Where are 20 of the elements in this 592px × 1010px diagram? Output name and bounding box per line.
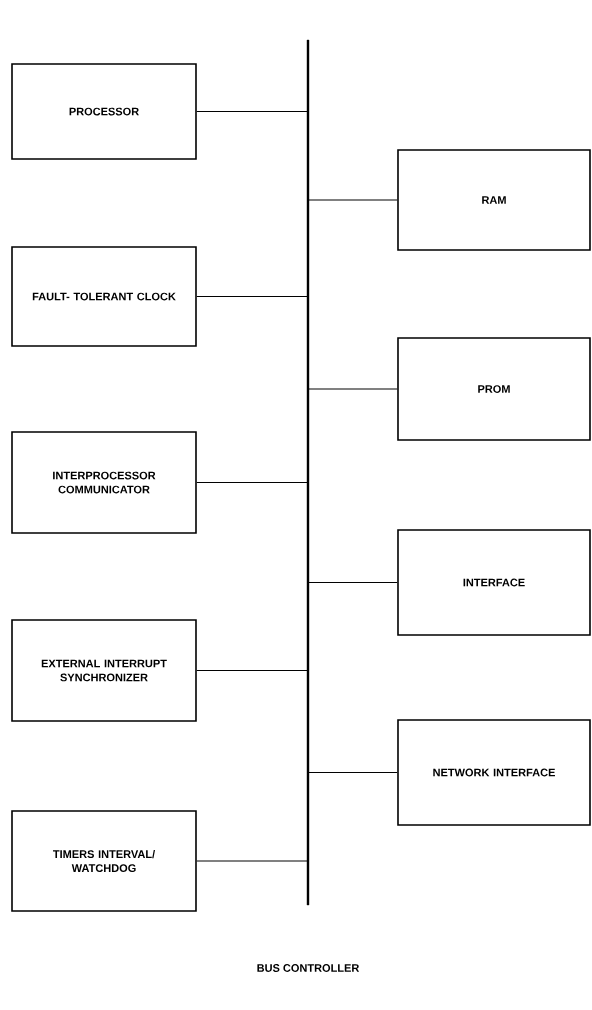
block-box: PROM [397,337,591,441]
connector-line [307,388,398,390]
block-box: RAM [397,149,591,251]
block-box: INTERFACE [397,529,591,636]
block-box: INTERPROCESSOR COMMUNICATOR [11,431,197,534]
connector-line [196,482,309,483]
block-box: PROCESSOR [11,63,197,160]
bus-line [306,39,310,906]
block-box: EXTERNAL INTERRUPT SYNCHRONIZER [11,619,197,722]
caption: BUS CONTROLLER [257,964,360,972]
connector-line [196,860,309,862]
block-box: NETWORK INTERFACE [397,719,591,826]
block-box: TIMERS INTERVAL/ WATCHDOG [11,810,197,912]
block-box: FAULT- TOLERANT CLOCK [11,246,197,347]
connector-line [196,670,309,671]
connector-line [307,582,398,583]
connector-line [196,296,309,297]
connector-line [307,199,398,201]
connector-line [307,772,398,773]
connector-line [196,111,309,112]
